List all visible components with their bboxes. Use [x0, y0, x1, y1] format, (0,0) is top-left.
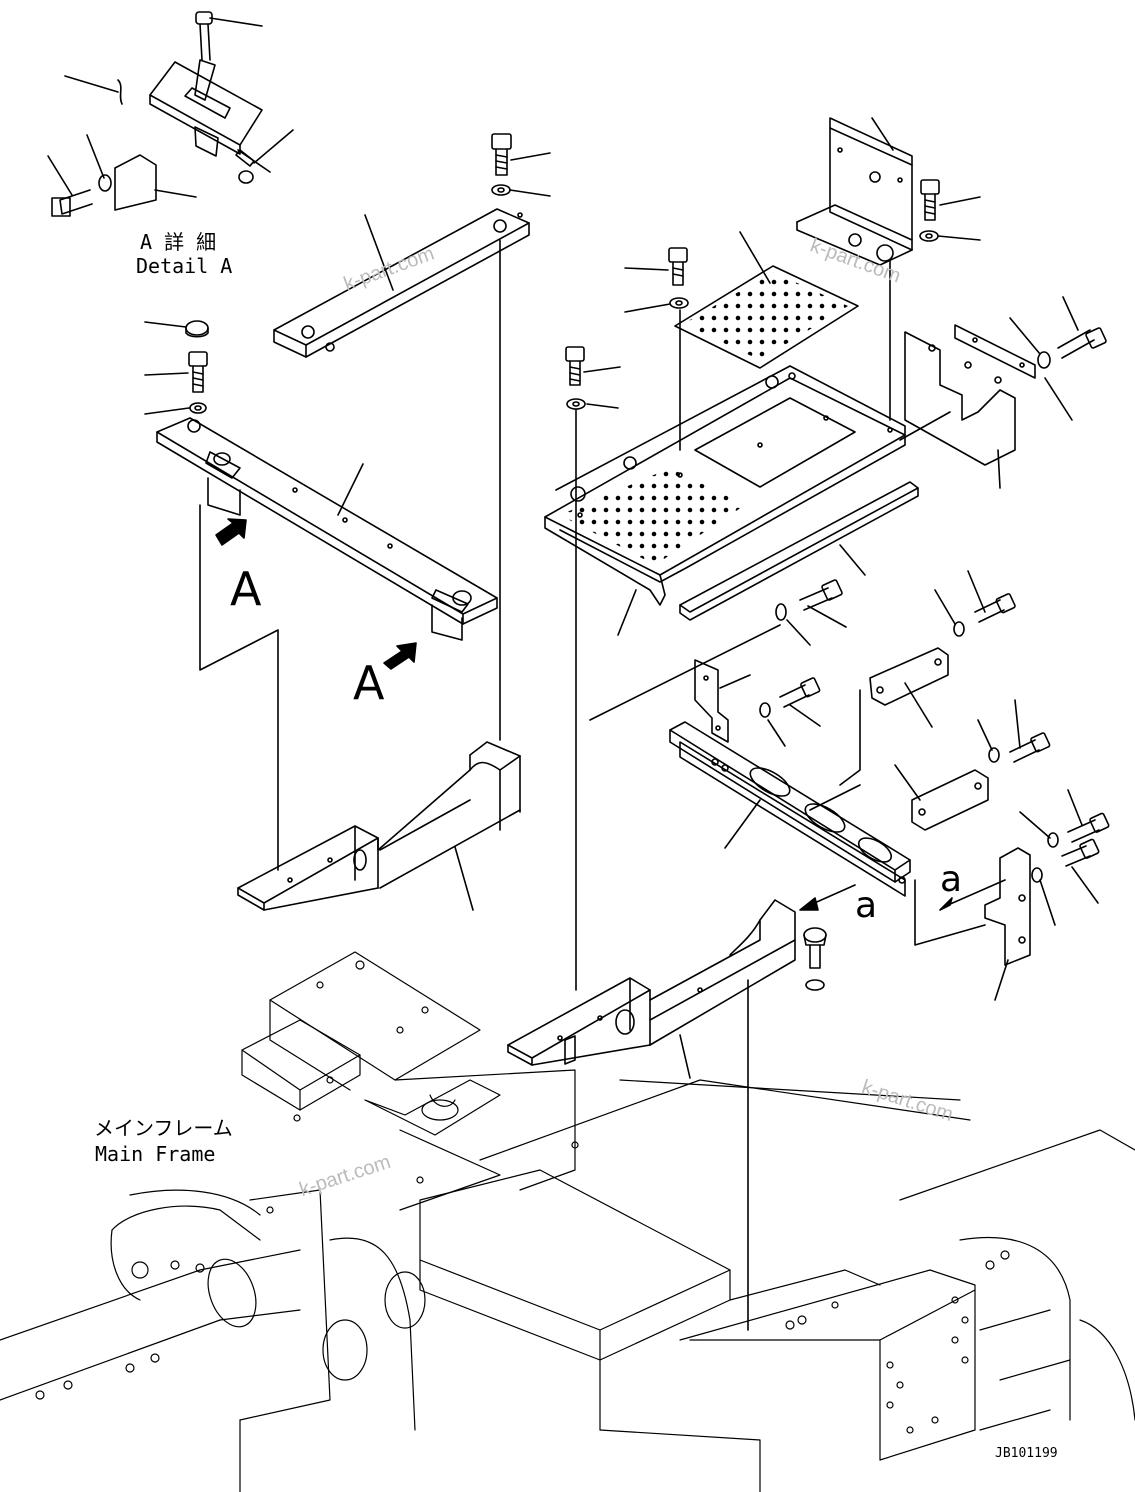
leader-line [337, 463, 364, 516]
leader-line [739, 231, 771, 284]
bolt-right-bracket [919, 179, 940, 242]
reference-line [809, 784, 861, 811]
view-arrow-icon [215, 518, 247, 546]
main-frame [0, 951, 1135, 1492]
right-side-cover [904, 324, 1036, 466]
leader-line [786, 605, 847, 646]
bolt-far-right-2 [988, 732, 1051, 763]
detail-label-jp: A 詳 細 [140, 230, 217, 254]
upper-cross-member [273, 208, 530, 358]
bolt-lower-right [803, 927, 827, 991]
leader-line [871, 117, 894, 151]
flat-bracket-lower [911, 769, 989, 831]
leader-line [679, 1034, 691, 1079]
leader-line [617, 589, 637, 636]
leader-line [839, 544, 866, 576]
leader-line [934, 570, 986, 625]
bolt-floor-plate [565, 346, 586, 410]
reference-line [914, 879, 986, 946]
view-arrow-icon [799, 897, 819, 911]
reference-line [589, 624, 781, 721]
leader-line [454, 846, 474, 911]
left-main-beam [156, 417, 498, 641]
leader-line [937, 196, 981, 241]
bolt-far-right-1 [953, 593, 1016, 637]
bolt-upper-member [491, 133, 512, 196]
view-letter-right-lower: a [855, 885, 878, 926]
side-rail [669, 721, 911, 897]
main-frame-label-en: Main Frame [95, 1142, 216, 1166]
hole-pattern [683, 272, 848, 360]
view-arrow-icon [939, 897, 953, 911]
main-frame-label-jp: メインフレーム [94, 1116, 233, 1140]
leader-line [767, 704, 821, 747]
leader-line [724, 799, 761, 849]
leader-line [994, 959, 1009, 1001]
leader-line [364, 214, 394, 291]
leader-line [894, 764, 921, 801]
detail-label-en: Detail A [136, 254, 233, 278]
reference-line [199, 504, 279, 871]
view-arrow-line [947, 879, 1006, 906]
reference-line [899, 411, 951, 441]
leader-lines-detail-a [47, 17, 294, 198]
leader-line [977, 699, 1021, 751]
bolt-cover [668, 247, 689, 309]
leader-line [509, 152, 551, 197]
right-lower-bracket [507, 899, 796, 1066]
leader-line [1009, 296, 1079, 421]
seal-strip [679, 481, 919, 621]
drawing-code: JB101199 [995, 1446, 1058, 1461]
leader-line [624, 267, 671, 313]
view-letter-right-upper: a [940, 859, 963, 900]
leader-line [904, 682, 933, 728]
bolt-far-right-3 [1031, 812, 1110, 883]
small-bracket-left [694, 659, 729, 743]
right-upper-bracket [796, 117, 913, 266]
leader-line [1019, 789, 1099, 926]
view-letter-upper: A [230, 562, 262, 616]
bolt-right-cover [1037, 327, 1107, 369]
view-arrow-line [809, 884, 856, 906]
leader-line [144, 321, 190, 415]
bolt-small-bracket [759, 677, 821, 718]
left-lower-bracket [237, 741, 521, 911]
bolt-left-beam [185, 320, 209, 414]
view-arrow-icon [383, 642, 417, 670]
leader-line [719, 674, 751, 689]
corner-guard [984, 847, 1031, 966]
leader-line [583, 366, 621, 409]
view-letter-lower: A [353, 656, 385, 710]
perforated-cover [674, 265, 859, 369]
bolt-mid-right [775, 579, 843, 621]
flat-bracket-upper [869, 647, 949, 706]
floor-plate [544, 365, 906, 606]
leader-line [997, 449, 1001, 489]
detail-a-assembly [51, 11, 271, 217]
reference-line [839, 689, 861, 786]
